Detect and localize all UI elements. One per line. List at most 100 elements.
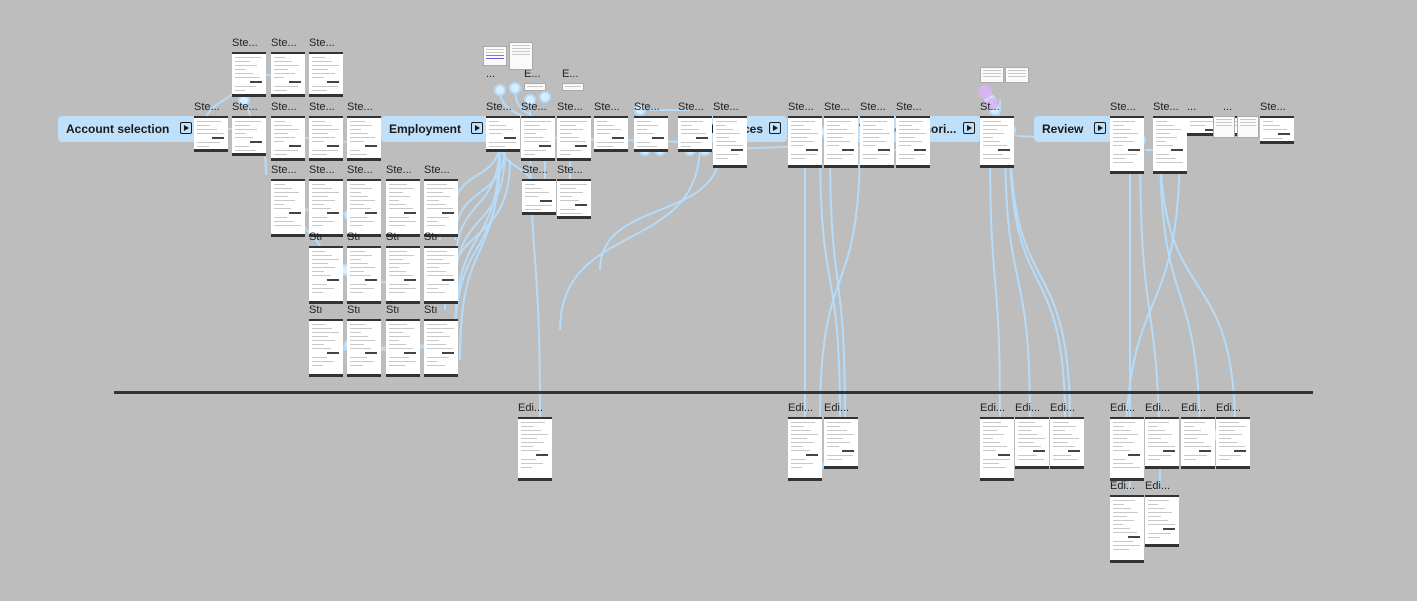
frame-label: Ste... [232,101,258,113]
frame-label: Ste... [347,101,373,113]
frame-thumbnail [232,52,266,97]
frame-label: Stı [386,231,400,243]
prototype-connector[interactable] [559,144,701,331]
frame-label: Edi... [980,402,1006,414]
frame-thumbnail [634,116,668,152]
prototype-connector[interactable] [454,149,501,346]
flow-review[interactable]: Review [1034,116,1112,142]
frame-label: ... [1187,101,1197,113]
frame-thumbnail [594,116,628,152]
multiplayer-cursor-icon [986,98,998,110]
frame-label: ... [486,68,496,80]
frame-label: Ste... [594,101,620,113]
frame-thumbnail [424,179,458,237]
frame-thumbnail [824,116,858,168]
prototype-connector[interactable] [1159,139,1236,431]
multiplayer-cursor-icon [978,85,992,99]
frame-thumbnail [271,179,305,237]
component-thumbnail[interactable] [1213,116,1235,138]
frame-label: Ste... [557,101,583,113]
prototype-connector[interactable] [1124,139,1181,471]
frame-thumbnail [788,417,822,481]
frame-label: Ste... [309,164,335,176]
frame-thumbnail [557,179,591,219]
flow-employment[interactable]: Employment [381,116,489,142]
frame-thumbnail [980,116,1014,168]
component-thumbnail[interactable] [483,46,507,66]
frame-label: Ste... [824,101,850,113]
frame-label: Ste... [232,37,258,49]
frame-thumbnail [309,246,343,304]
frame-thumbnail [1181,417,1215,469]
frame-label: Ste... [521,101,547,113]
prototype-connector[interactable] [819,139,841,421]
connector-node[interactable] [539,91,551,103]
frame-label: Ste... [271,164,297,176]
flow-label: Account selection [66,122,170,136]
frame-label: Ste... [1110,101,1136,113]
prototype-connector[interactable] [599,149,721,271]
frame-thumbnail [424,246,458,304]
frame-label: Stı [347,304,361,316]
frame-label: Ste... [896,101,922,113]
play-frame-icon[interactable] [471,122,483,134]
frame-thumbnail [522,179,556,215]
frame-thumbnail [1110,116,1144,174]
frame-label: Edi... [1181,402,1207,414]
flow-account-selection[interactable]: Account selection [58,116,198,142]
frame-label: ... [1223,101,1233,113]
frame-label: Edi... [824,402,850,414]
play-frame-icon[interactable] [180,122,192,134]
section-divider [114,391,1313,394]
prototype-connector[interactable] [529,99,541,421]
frame-thumbnail [518,417,552,481]
prototype-connector[interactable] [1009,129,1071,421]
frame-thumbnail [860,116,894,168]
frame-label: Ste... [486,101,512,113]
frame-thumbnail [824,417,858,469]
frame-thumbnail [1110,495,1144,563]
component-thumbnail[interactable] [524,83,546,91]
frame-label: Ste... [557,164,583,176]
play-frame-icon[interactable] [1094,122,1106,134]
frame-label: Edi... [1145,480,1171,492]
connector-node[interactable] [524,94,536,106]
frame-thumbnail [678,116,712,152]
frame-thumbnail [309,179,343,237]
connector-node[interactable] [634,104,646,116]
play-frame-icon[interactable] [963,122,975,134]
prototype-connector[interactable] [989,139,1001,421]
frame-thumbnail [232,116,266,156]
frame-thumbnail [1110,417,1144,481]
component-thumbnail[interactable] [562,83,584,91]
frame-thumbnail [1187,116,1221,136]
frame-label: Stı [424,304,438,316]
frame-thumbnail [980,417,1014,481]
frame-label: Edi... [1216,402,1242,414]
component-thumbnail[interactable] [509,42,533,70]
prototype-connector[interactable] [819,139,861,421]
frame-thumbnail [1145,417,1179,469]
prototype-connector[interactable] [829,139,846,421]
component-thumbnail[interactable] [1005,67,1029,83]
prototype-connector[interactable] [1159,139,1201,451]
frame-label: Ste... [788,101,814,113]
frame-thumbnail [1015,417,1049,469]
connector-node[interactable] [509,82,521,94]
connector-node[interactable] [494,84,506,96]
frame-label: Edi... [1050,402,1076,414]
prototype-connector[interactable] [1004,134,1031,421]
frame-thumbnail [347,319,381,377]
component-thumbnail[interactable] [1237,116,1259,138]
prototype-connector[interactable] [454,139,501,271]
frame-thumbnail [347,116,381,161]
frame-thumbnail [1216,417,1250,469]
play-frame-icon[interactable] [769,122,781,134]
frame-thumbnail [271,116,305,161]
frame-label: Edi... [1110,480,1136,492]
frame-thumbnail [896,116,930,168]
component-thumbnail[interactable] [980,67,1004,83]
prototype-connector[interactable] [1009,139,1066,421]
